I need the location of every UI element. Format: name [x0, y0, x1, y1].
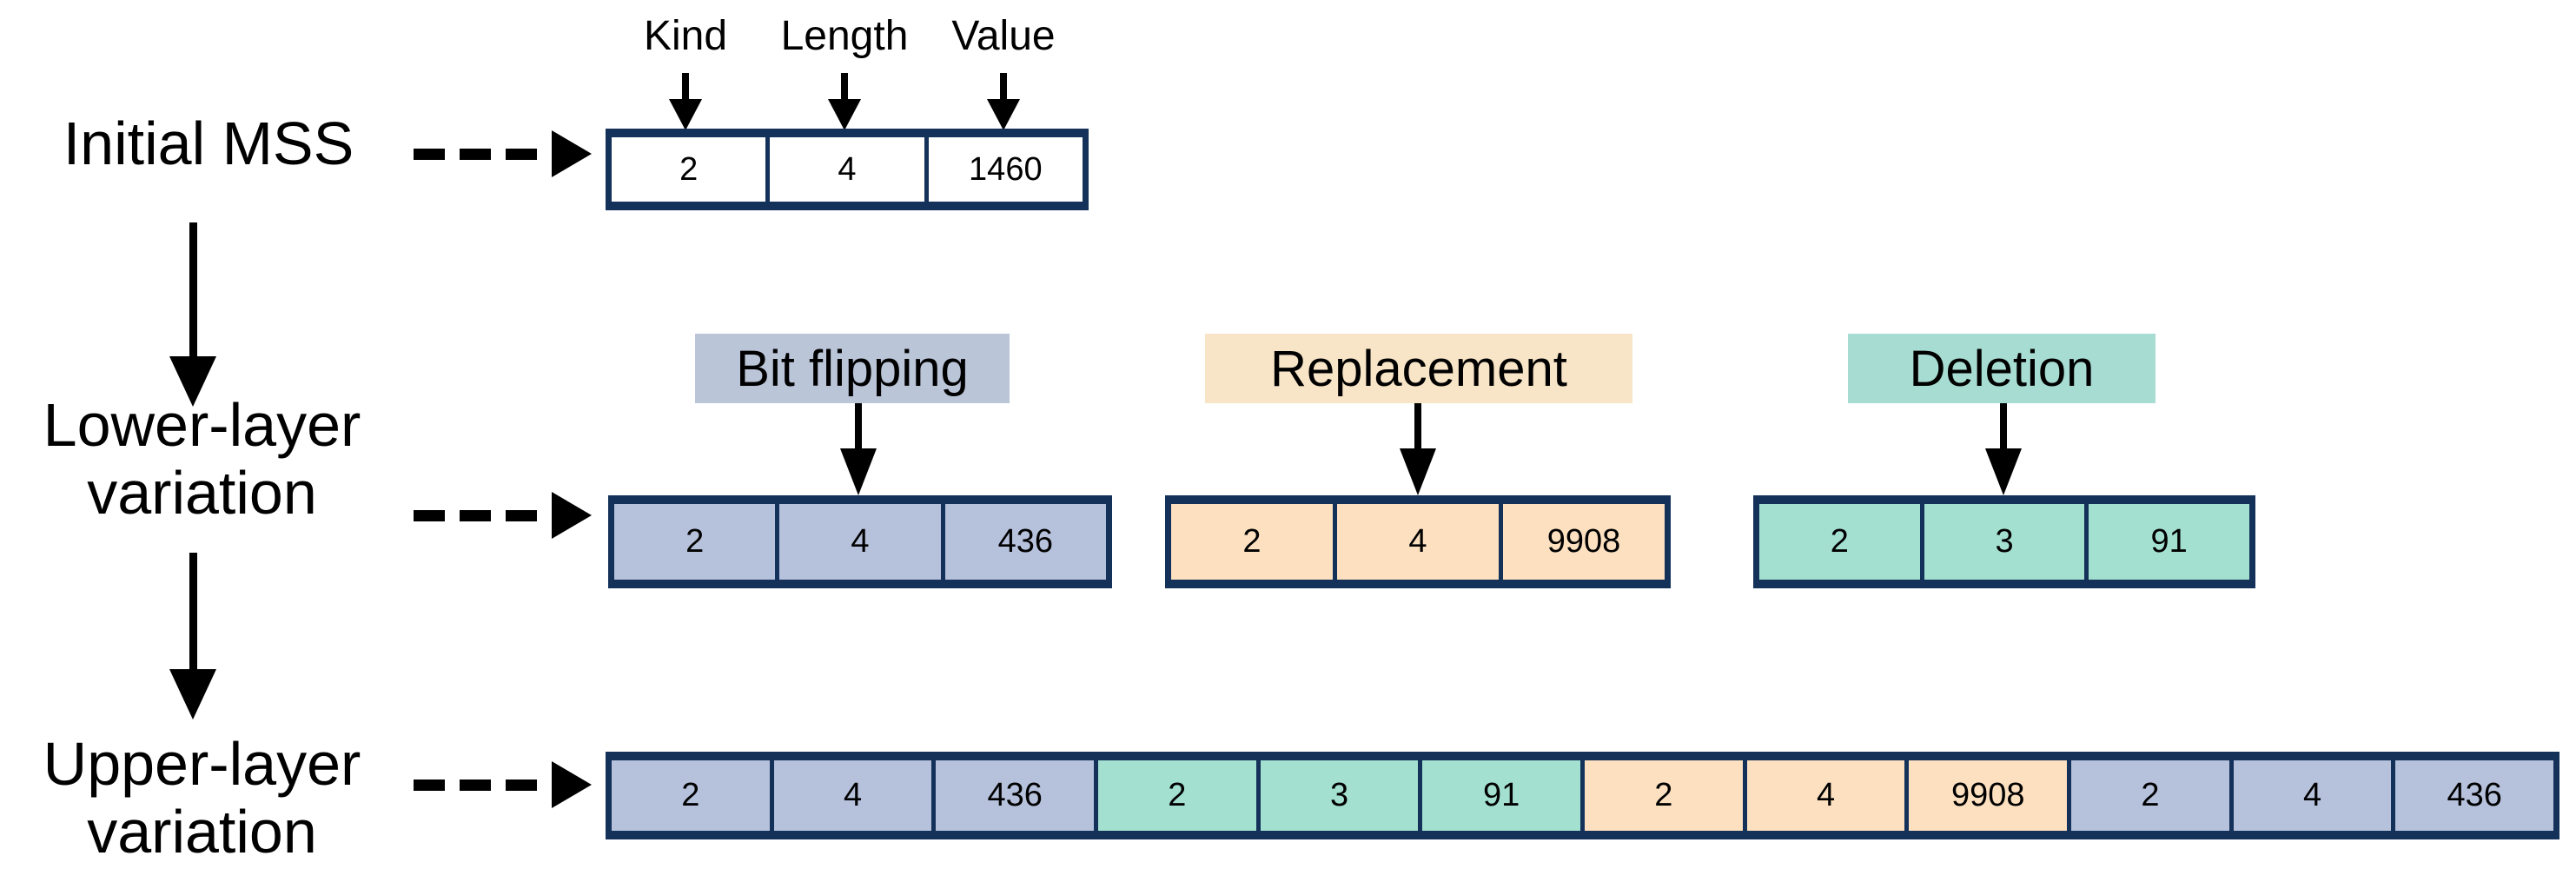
arrow-stem — [189, 553, 197, 669]
stage-label-line2: variation — [87, 459, 317, 527]
flow-down-arrow-icon — [169, 553, 216, 720]
sequence-cell: 91 — [1418, 760, 1581, 831]
stage-label-line1: Upper-layer — [43, 730, 361, 798]
arrow-head — [669, 99, 702, 130]
arrow-stem — [1000, 73, 1007, 99]
dash — [506, 779, 537, 791]
arrow-head — [552, 492, 592, 539]
value-pointer-arrow-icon — [987, 73, 1020, 130]
deletion-arrow-icon — [1985, 403, 2022, 495]
deletion-option-box: 2 3 91 — [1753, 495, 2255, 588]
sequence-cell: 2 — [1094, 760, 1256, 831]
stage-label-lower-layer-variation: Lower-layer variation — [0, 391, 404, 527]
arrow-head — [1400, 448, 1436, 495]
dashed-arrow-icon — [414, 130, 592, 177]
dash — [460, 779, 491, 791]
replacement-option-box: 2 4 9908 — [1165, 495, 1671, 588]
bit-flipping-arrow-icon — [840, 403, 877, 495]
sequence-cell: 9908 — [1904, 760, 2068, 831]
stage-label-initial-mss: Initial MSS — [63, 109, 354, 177]
dash — [460, 509, 491, 521]
arrow-stem — [855, 403, 862, 448]
arrow-stem — [189, 222, 197, 356]
stage-label-line1: Lower-layer — [43, 391, 361, 459]
arrow-stem — [1414, 403, 1421, 448]
dash — [414, 509, 445, 521]
sequence-cell: 2 — [1580, 760, 1743, 831]
arrow-stem — [841, 73, 848, 99]
sequence-cell: 4 — [1742, 760, 1905, 831]
value-cell: 436 — [940, 504, 1106, 580]
stage-label-upper-layer-variation: Upper-layer variation — [0, 730, 404, 866]
field-label-value: Value — [951, 13, 1056, 59]
arrow-head — [169, 669, 216, 720]
value-cell: 91 — [2084, 504, 2250, 580]
value-cell: 9908 — [1499, 504, 1665, 580]
mutation-badge-bit-flipping: Bit flipping — [695, 334, 1010, 403]
sequence-cell: 2 — [612, 760, 770, 831]
value-cell: 1460 — [924, 137, 1083, 202]
replacement-arrow-icon — [1400, 403, 1436, 495]
kind-cell: 2 — [1171, 504, 1333, 580]
upper-layer-sequence-box: 2 4 436 2 3 91 2 4 9908 2 4 436 — [606, 752, 2559, 839]
sequence-cell: 436 — [2391, 760, 2554, 831]
dashed-arrow-icon — [414, 492, 592, 539]
arrow-head — [840, 448, 877, 495]
dashed-arrow-icon — [414, 761, 592, 808]
mutation-badge-replacement: Replacement — [1205, 334, 1632, 403]
sequence-cell: 4 — [769, 760, 932, 831]
length-cell: 4 — [765, 137, 924, 202]
flow-down-arrow-icon — [169, 222, 216, 407]
dash — [506, 148, 537, 160]
field-label-length: Length — [780, 13, 909, 59]
dash — [460, 148, 491, 160]
mutation-badge-deletion: Deletion — [1848, 334, 2155, 403]
sequence-cell: 3 — [1255, 760, 1419, 831]
dash — [414, 779, 445, 791]
length-cell: 4 — [775, 504, 941, 580]
kind-cell: 2 — [614, 504, 776, 580]
arrow-head — [987, 99, 1020, 130]
arrow-head — [552, 761, 592, 808]
dash — [506, 509, 537, 521]
arrow-head — [828, 99, 861, 130]
sequence-cell: 2 — [2067, 760, 2229, 831]
arrow-head — [1985, 448, 2022, 495]
arrow-stem — [682, 73, 689, 99]
length-cell: 4 — [1333, 504, 1499, 580]
sequence-cell: 4 — [2228, 760, 2392, 831]
initial-mss-option-box: 2 4 1460 — [606, 129, 1089, 210]
bit-flipping-option-box: 2 4 436 — [608, 495, 1112, 588]
length-pointer-arrow-icon — [828, 73, 861, 130]
kind-cell: 2 — [612, 137, 766, 202]
arrow-head — [169, 356, 216, 407]
sequence-cell: 436 — [931, 760, 1095, 831]
arrow-head — [552, 130, 592, 177]
dash — [414, 148, 445, 160]
field-label-kind: Kind — [643, 13, 728, 59]
kind-cell: 2 — [1759, 504, 1920, 580]
length-cell: 3 — [1919, 504, 2085, 580]
stage-label-line2: variation — [87, 798, 317, 866]
arrow-stem — [2000, 403, 2007, 448]
kind-pointer-arrow-icon — [669, 73, 702, 130]
